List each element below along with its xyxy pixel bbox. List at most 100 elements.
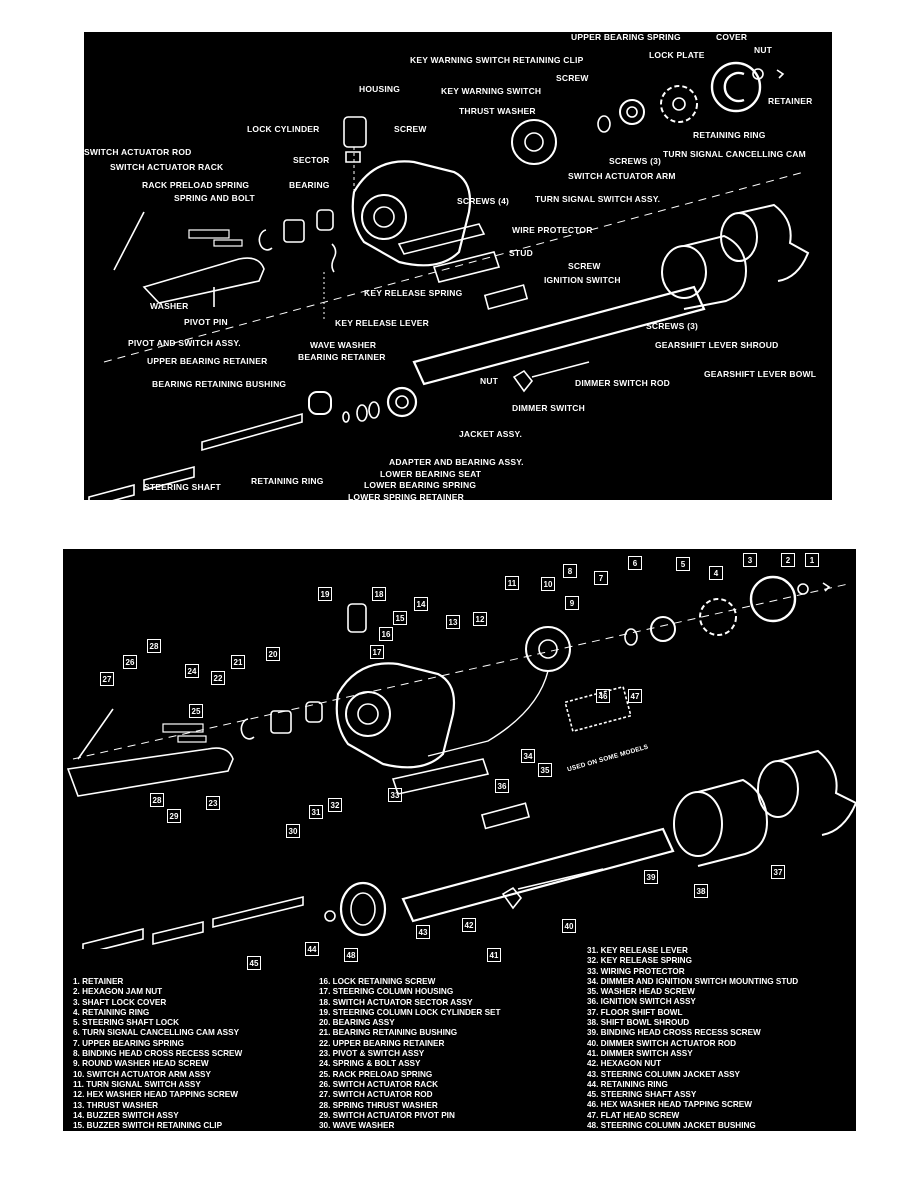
callout-41: 41 bbox=[487, 948, 501, 962]
legend-item: 16. LOCK RETAINING SCREW bbox=[319, 977, 436, 986]
label-dimmer-switch-rod: DIMMER SWITCH ROD bbox=[575, 378, 671, 388]
callout-46: 46 bbox=[596, 689, 610, 703]
legend-item: 35. WASHER HEAD SCREW bbox=[587, 987, 695, 997]
label-dimmer-switch: DIMMER SWITCH bbox=[512, 403, 585, 413]
label-thrust-washer: THRUST WASHER bbox=[459, 106, 536, 116]
legend-item: 25. RACK PRELOAD SPRING bbox=[319, 1069, 433, 1079]
legend-item: 27. SWITCH ACTUATOR ROD bbox=[319, 1090, 433, 1100]
callout-10: 10 bbox=[541, 577, 555, 591]
label-switch-actuator-rod: SWITCH ACTUATOR ROD bbox=[84, 147, 192, 157]
legend-item: 43. STEERING COLUMN JACKET ASSY bbox=[587, 1069, 741, 1079]
callout-38: 38 bbox=[694, 884, 708, 898]
legend-item: 9. ROUND WASHER HEAD SCREW bbox=[73, 1059, 209, 1069]
label-screw-ign: SCREW bbox=[568, 261, 601, 271]
callout-23: 23 bbox=[206, 796, 220, 810]
label-retaining-ring-low: RETAINING RING bbox=[251, 476, 324, 486]
callout-34: 34 bbox=[521, 749, 535, 763]
label-gearshift-lever-shroud: GEARSHIFT LEVER SHROUD bbox=[655, 340, 779, 350]
callout-31: 31 bbox=[309, 805, 323, 819]
label-wire-protector: WIRE PROTECTOR bbox=[512, 225, 593, 235]
legend-column-2: 16. LOCK RETAINING SCREW 17. STEERING CO… bbox=[319, 977, 501, 1131]
legend-column-1: 1. RETAINER 2. HEXAGON JAM NUT 3. SHAFT … bbox=[73, 977, 242, 1131]
callout-27: 27 bbox=[100, 672, 114, 686]
callout-30: 30 bbox=[286, 824, 300, 838]
callout-19: 19 bbox=[318, 587, 332, 601]
callout-40: 40 bbox=[562, 919, 576, 933]
legend-item: 6. TURN SIGNAL CANCELLING CAM ASSY bbox=[73, 1028, 240, 1038]
callout-7: 7 bbox=[594, 571, 608, 585]
label-key-release-lever: KEY RELEASE LEVER bbox=[335, 318, 429, 328]
label-turn-signal-cancelling-cam: TURN SIGNAL CANCELLING CAM bbox=[663, 149, 806, 159]
callout-3: 3 bbox=[743, 553, 757, 567]
callout-20: 20 bbox=[266, 647, 280, 661]
legend-item: 31. KEY RELEASE LEVER bbox=[587, 946, 688, 955]
legend-item: 45. STEERING SHAFT ASSY bbox=[587, 1090, 697, 1100]
top-exploded-diagram: UPPER BEARING SPRING COVER KEY WARNING S… bbox=[84, 32, 832, 500]
callout-9: 9 bbox=[565, 596, 579, 610]
callout-1: 1 bbox=[805, 553, 819, 567]
label-key-warning-switch: KEY WARNING SWITCH bbox=[441, 86, 542, 96]
label-nut-top: NUT bbox=[754, 45, 773, 55]
legend-item: 34. DIMMER AND IGNITION SWITCH MOUNTING … bbox=[587, 976, 799, 986]
legend-item: 26. SWITCH ACTUATOR RACK bbox=[319, 1079, 439, 1089]
legend-item: 20. BEARING ASSY bbox=[319, 1018, 395, 1028]
legend-item: 33. WIRING PROTECTOR bbox=[587, 966, 685, 976]
callout-35: 35 bbox=[538, 763, 552, 777]
label-key-release-spring: KEY RELEASE SPRING bbox=[364, 288, 463, 298]
callout-11: 11 bbox=[505, 576, 519, 590]
label-lock-cylinder: LOCK CYLINDER bbox=[247, 124, 320, 134]
callout-25: 25 bbox=[189, 704, 203, 718]
label-adapter-and-bearing-assy: ADAPTER AND BEARING ASSY. bbox=[389, 457, 524, 467]
legend-item: 7. UPPER BEARING SPRING bbox=[73, 1038, 185, 1048]
legend-item: 39. BINDING HEAD CROSS RECESS SCREW bbox=[587, 1028, 761, 1038]
label-turn-signal-switch-assy: TURN SIGNAL SWITCH ASSY. bbox=[535, 194, 661, 204]
label-retaining-ring-top: RETAINING RING bbox=[693, 130, 766, 140]
label-screw-mid: SCREW bbox=[394, 124, 427, 134]
label-screws-4: SCREWS (4) bbox=[457, 196, 510, 206]
callout-2: 2 bbox=[781, 553, 795, 567]
callout-14: 14 bbox=[414, 597, 428, 611]
callout-17: 17 bbox=[370, 645, 384, 659]
legend-item: 11. TURN SIGNAL SWITCH ASSY bbox=[73, 1079, 201, 1089]
legend-item: 10. SWITCH ACTUATOR ARM ASSY bbox=[73, 1069, 211, 1079]
callout-28: 28 bbox=[147, 639, 161, 653]
callout-45: 45 bbox=[247, 956, 261, 970]
label-bearing-retaining-bushing: BEARING RETAINING BUSHING bbox=[152, 379, 287, 389]
label-lower-spring-retainer: LOWER SPRING RETAINER bbox=[348, 492, 464, 500]
label-lower-bearing-spring: LOWER BEARING SPRING bbox=[364, 480, 477, 490]
label-wave-washer: WAVE WASHER bbox=[310, 340, 377, 350]
label-pivot-and-switch-assy: PIVOT AND SWITCH ASSY. bbox=[128, 338, 241, 348]
legend-item: 28. SPRING THRUST WASHER bbox=[319, 1100, 438, 1110]
callout-47: 47 bbox=[628, 689, 642, 703]
label-housing: HOUSING bbox=[359, 84, 401, 94]
label-gearshift-lever-bowl: GEARSHIFT LEVER BOWL bbox=[704, 369, 817, 379]
callout-26: 26 bbox=[123, 655, 137, 669]
legend-item: 24. SPRING & BOLT ASSY bbox=[319, 1059, 421, 1069]
label-sector: SECTOR bbox=[293, 155, 330, 165]
label-switch-actuator-arm: SWITCH ACTUATOR ARM bbox=[568, 171, 676, 181]
callout-18: 18 bbox=[372, 587, 386, 601]
legend-item: 18. SWITCH ACTUATOR SECTOR ASSY bbox=[319, 997, 473, 1007]
legend-item: 41. DIMMER SWITCH ASSY bbox=[587, 1048, 693, 1058]
legend-item: 15. BUZZER SWITCH RETAINING CLIP bbox=[73, 1121, 223, 1131]
callout-36: 36 bbox=[495, 779, 509, 793]
callout-8: 8 bbox=[563, 564, 577, 578]
callout-24: 24 bbox=[185, 664, 199, 678]
legend-item: 2. HEXAGON JAM NUT bbox=[73, 987, 163, 997]
legend-item: 48. STEERING COLUMN JACKET BUSHING bbox=[587, 1121, 756, 1131]
label-screw-top: SCREW bbox=[556, 73, 589, 83]
legend-item: 44. RETAINING RING bbox=[587, 1079, 668, 1089]
legend-item: 46. HEX WASHER HEAD TAPPING SCREW bbox=[587, 1100, 752, 1110]
label-spring-and-bolt: SPRING AND BOLT bbox=[174, 193, 255, 203]
legend-item: 22. UPPER BEARING RETAINER bbox=[319, 1038, 445, 1048]
legend-item: 29. SWITCH ACTUATOR PIVOT PIN bbox=[319, 1110, 455, 1120]
callout-42: 42 bbox=[462, 918, 476, 932]
label-steering-shaft: STEERING SHAFT bbox=[144, 482, 221, 492]
label-lower-bearing-seat: LOWER BEARING SEAT bbox=[380, 469, 482, 479]
bottom-diagram-drawing bbox=[66, 575, 856, 949]
legend-item: 37. FLOOR SHIFT BOWL bbox=[587, 1007, 683, 1017]
callout-4: 4 bbox=[709, 566, 723, 580]
label-stud: STUD bbox=[509, 248, 533, 258]
legend-column-3: 31. KEY RELEASE LEVER 32. KEY RELEASE SP… bbox=[587, 946, 798, 1131]
label-screws-3-top: SCREWS (3) bbox=[609, 156, 662, 166]
